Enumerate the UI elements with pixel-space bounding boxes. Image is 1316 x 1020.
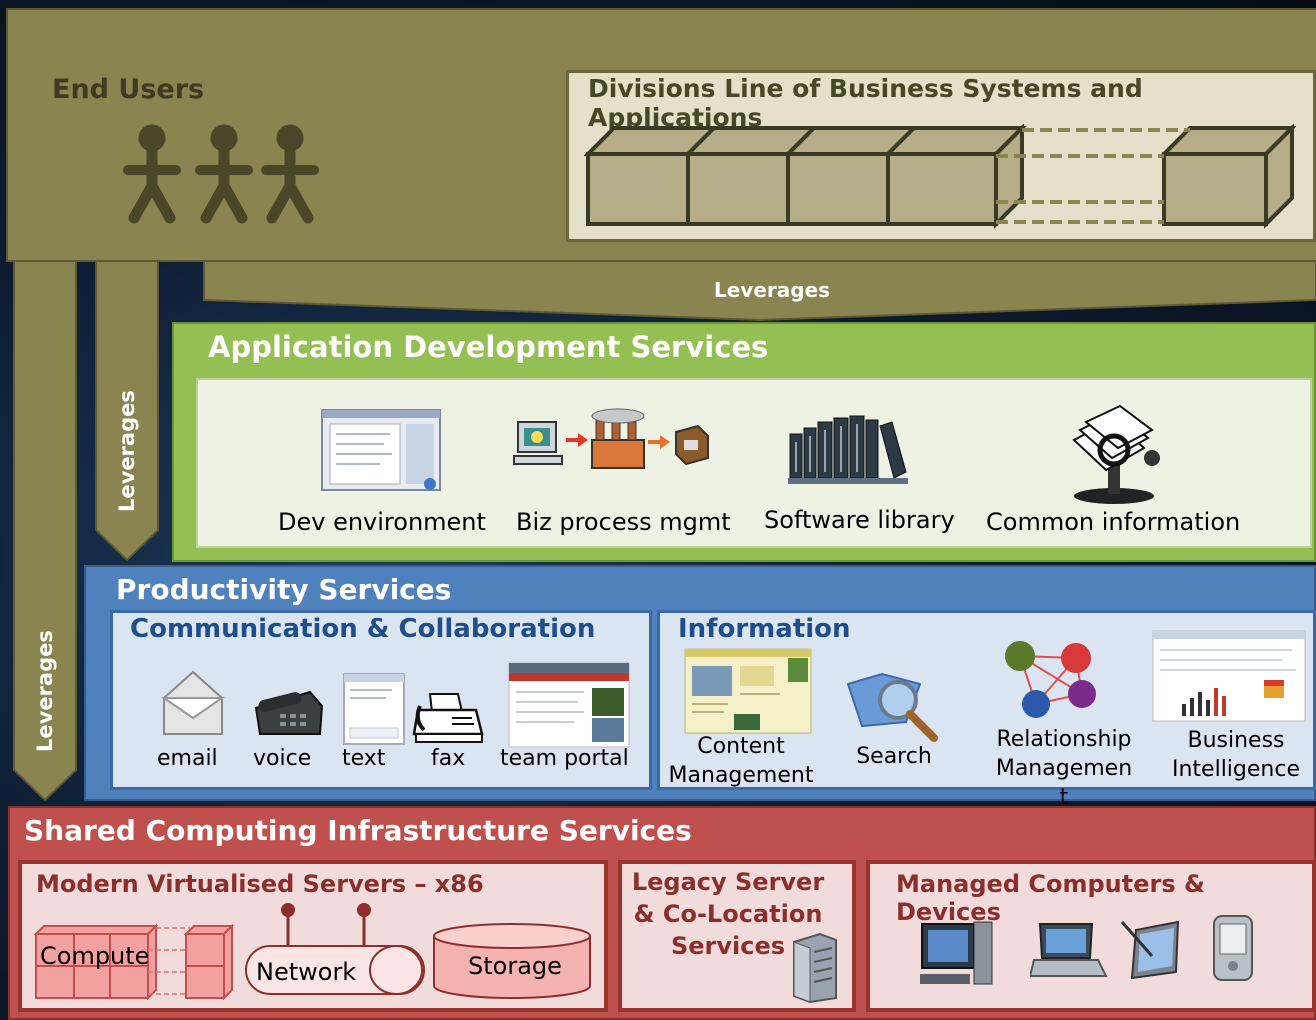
comm-item-label: text (342, 746, 386, 771)
info-item-label: Search (856, 744, 932, 769)
system-box (1159, 124, 1296, 229)
legacy-line: Legacy Server (631, 868, 825, 896)
relationship-management-icon (1005, 641, 1096, 718)
information-title: Information (678, 614, 851, 644)
managed-devices-title: Managed Computers & Devices (896, 870, 1205, 926)
comm-item-label: email (157, 746, 218, 771)
info-item-label: Business Intelligence (1171, 728, 1300, 782)
app-dev-item-label: Common information (986, 508, 1241, 536)
app-dev-item-label: Software library (764, 506, 955, 534)
content-management-icon (684, 648, 812, 734)
legacy-server-title: Legacy Server & Co-Location Services (622, 866, 834, 962)
fax-icon (412, 693, 484, 743)
app-dev-item-label: Biz process mgmt (516, 508, 731, 536)
dev-environment-icon (321, 409, 441, 491)
network-label: Network (256, 958, 357, 986)
network-shape (245, 903, 425, 995)
team-portal-icon (508, 662, 630, 748)
end-users-label: End Users (52, 74, 205, 105)
business-intelligence-icon (1152, 630, 1306, 722)
biz-process-icon (513, 408, 709, 469)
system-box (883, 124, 1027, 229)
end-users-icon (123, 124, 319, 224)
desktop-computer-icon (920, 921, 993, 985)
leverages-label-inner: Leverages (115, 390, 139, 512)
tablet-icon (1120, 920, 1180, 980)
voice-icon (254, 690, 324, 735)
communication-title: Communication & Collaboration (130, 614, 596, 644)
modern-servers-diagram (33, 903, 591, 1001)
person-icon (261, 124, 319, 224)
productivity-title: Productivity Services (116, 573, 452, 606)
search-icon (846, 672, 938, 742)
app-dev-title: Application Development Services (208, 330, 769, 364)
business-systems-boxes (584, 124, 1296, 229)
storage-label: Storage (468, 952, 562, 980)
modern-servers-title: Modern Virtualised Servers – x86 (36, 870, 484, 898)
comm-item-label: team portal (500, 746, 629, 771)
compute-label: Compute (40, 942, 150, 970)
info-item-label: Relationship Managemen t (995, 727, 1133, 810)
compute-cubes (33, 923, 235, 1001)
legacy-line: Services (670, 932, 786, 960)
system-box (683, 126, 819, 226)
shared-title: Shared Computing Infrastructure Services (24, 814, 692, 847)
info-item-label: Content Management (668, 734, 814, 788)
laptop-icon (1030, 923, 1108, 977)
comm-item-label: fax (431, 746, 466, 771)
common-information-icon (1072, 404, 1160, 504)
person-icon (123, 124, 181, 224)
legacy-line: & Co-Location (633, 900, 823, 928)
app-dev-item-label: Dev environment (278, 508, 486, 536)
dashed-connectors (996, 128, 1190, 224)
comm-item-label: voice (253, 746, 312, 771)
person-icon (195, 124, 253, 224)
server-tower-icon (793, 932, 837, 1004)
text-chat-icon (343, 673, 405, 745)
pda-icon (1213, 915, 1253, 981)
email-icon (160, 670, 226, 735)
storage-cylinder (433, 923, 591, 999)
leverages-label-horizontal: Leverages (714, 278, 831, 302)
software-library-icon (788, 415, 908, 484)
leverages-label-outer: Leverages (33, 630, 57, 752)
